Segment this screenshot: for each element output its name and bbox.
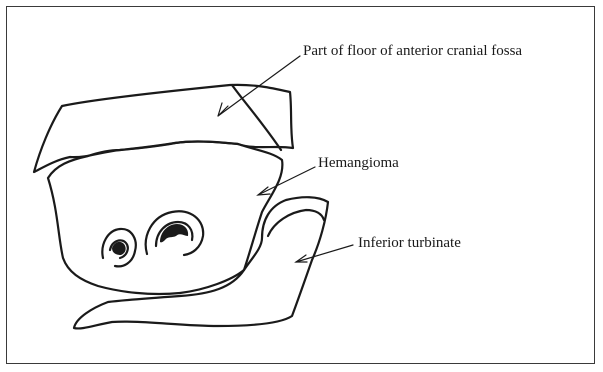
label-turbinate: Inferior turbinate <box>358 236 461 251</box>
arrow-hemangioma-head <box>258 187 270 195</box>
arrow-hemangioma-line <box>258 167 315 195</box>
label-hemangioma: Hemangioma <box>318 156 399 171</box>
arrow-turbinate-line <box>296 245 353 262</box>
hemangioma-outline <box>48 141 282 294</box>
label-fossa: Part of floor of anterior cranial fossa <box>303 44 522 59</box>
fossa-ridge-line <box>232 85 281 150</box>
turbinate-outline <box>74 197 328 328</box>
turbinate-fold <box>268 210 324 236</box>
fossa-plate-outline <box>34 85 293 172</box>
